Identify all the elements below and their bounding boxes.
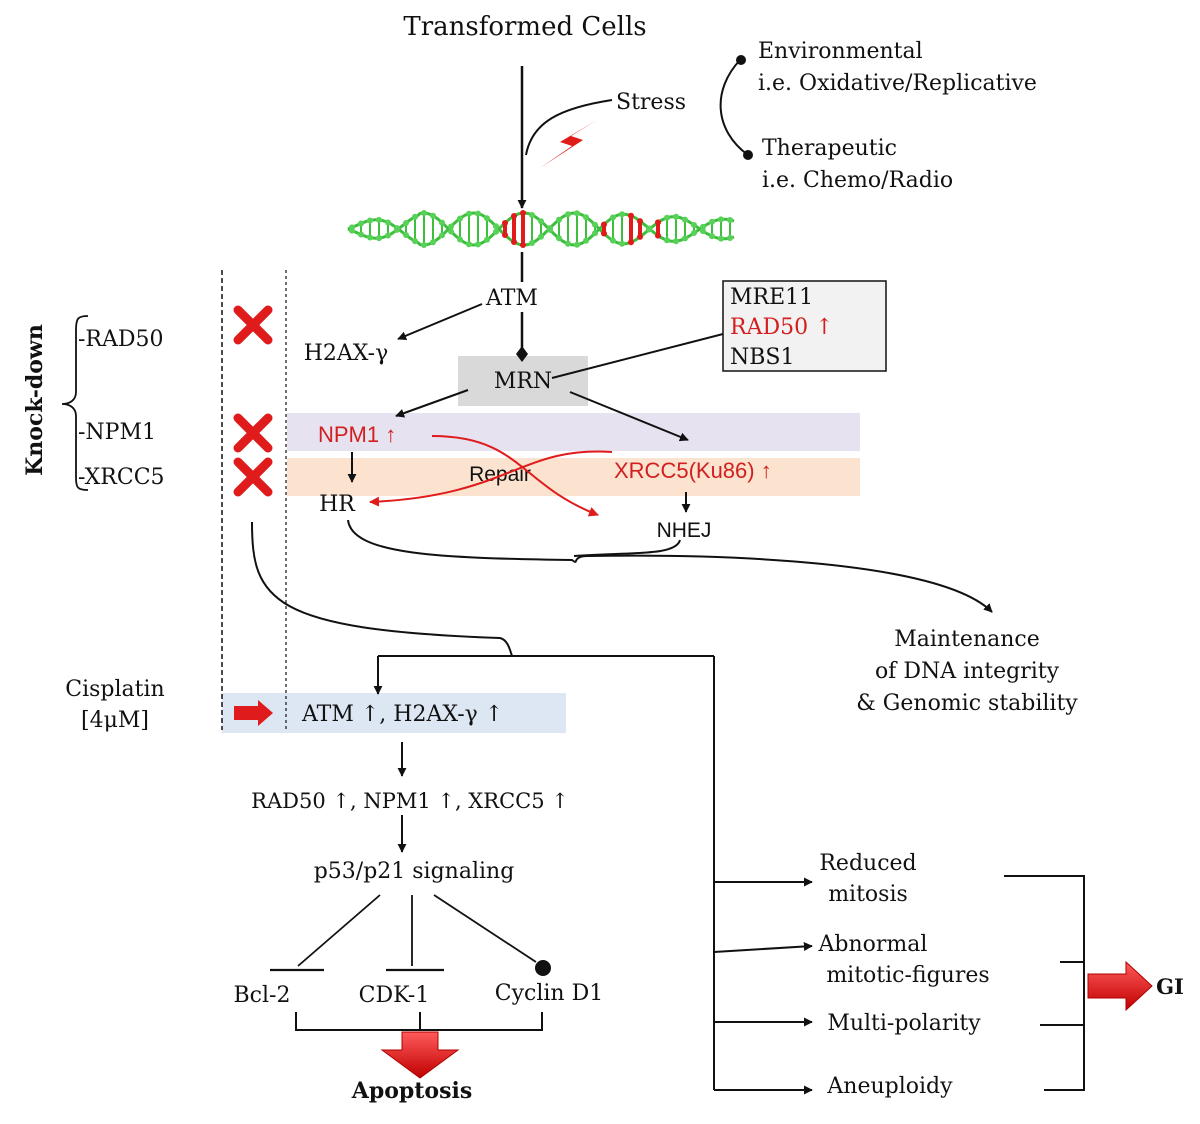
therapeutic-label: Therapeutic: [762, 136, 897, 161]
signaling-to-bcl2-line: [297, 894, 381, 967]
xrcc5-band: [287, 458, 860, 496]
atm-h2ax-up-label: ATM ↑, H2AX-γ ↑: [301, 702, 503, 727]
knockdown-rad50: -RAD50: [78, 327, 164, 352]
cisplatin-band: [222, 693, 566, 733]
cdk1-label: CDK-1: [359, 983, 430, 1008]
abnormal-line2: mitotic-figures: [826, 963, 989, 988]
gi-merge-bracket: [1004, 875, 1085, 1091]
hr-label: HR: [319, 492, 356, 517]
atm-to-h2ax-arrow: [397, 303, 483, 341]
lightning-icon: [540, 120, 597, 168]
xrcc5-label: XRCC5(Ku86) ↑: [614, 458, 772, 483]
aneuploidy-label: Aneuploidy: [826, 1074, 953, 1099]
multipolarity-label: Multi-polarity: [827, 1011, 981, 1036]
bracket-dot-top: [736, 55, 746, 65]
therapeutic-examples: i.e. Chemo/Radio: [762, 168, 953, 193]
atm-mrn-diamond: [516, 346, 528, 362]
npm1-label: NPM1 ↑: [318, 422, 396, 447]
npm1-band: [287, 413, 860, 451]
apoptosis-arrow-icon: [380, 1031, 460, 1079]
maintenance-line1: Maintenance: [894, 627, 1040, 652]
knockdown-npm1: -NPM1: [78, 420, 156, 445]
environmental-examples: i.e. Oxidative/Replicative: [758, 71, 1037, 96]
nhej-label: NHEJ: [657, 519, 712, 542]
signaling-label: p53/p21 signaling: [314, 859, 515, 884]
knockdown-bracket: [61, 315, 89, 491]
h2ax-label: H2AX-γ: [304, 341, 389, 366]
mre11-label: MRE11: [730, 285, 813, 310]
cisplatin-label: Cisplatin: [65, 677, 164, 702]
knockdown-x-icon-npm1: [233, 413, 273, 453]
cyclin-label: Cyclin D1: [495, 981, 603, 1006]
maintenance-line3: & Genomic stability: [856, 691, 1078, 716]
dna-helix-icon: [347, 210, 735, 248]
diagram-title: Transformed Cells: [403, 12, 646, 42]
maintenance-line2: of DNA integrity: [875, 659, 1060, 684]
knockdown-xrcc5: -XRCC5: [78, 465, 165, 490]
rad50-label: RAD50 ↑: [730, 315, 834, 340]
abnormal-line1: Abnormal: [818, 932, 928, 957]
cisplatin-arrow-icon: [234, 700, 273, 726]
stress-type-bracket: [719, 59, 749, 156]
gi-arrow-icon: [1087, 960, 1153, 1012]
mrn-box: [458, 356, 588, 406]
knockdown-x-icon-xrcc5: [233, 457, 273, 497]
knockdown-label: Knock-down: [22, 324, 48, 476]
bcl2-label: Bcl-2: [234, 983, 291, 1008]
stress-label: Stress: [616, 90, 686, 115]
xrcc5-to-hr-red-arrow: [369, 450, 613, 507]
environmental-label: Environmental: [758, 39, 923, 64]
to-abnormal-figures-arrow: [713, 942, 813, 953]
bracket-dot-bottom: [743, 150, 753, 160]
knockdown-to-cascade-curve: [251, 521, 513, 657]
complex-to-mrn-line: [551, 333, 724, 379]
cyclin-dot: [535, 960, 551, 976]
nhej-merge-curve: [573, 539, 681, 557]
cisplatin-dose: [4μM]: [81, 708, 149, 733]
reduced-line1: Reduced: [819, 851, 916, 876]
reduced-line2: mitosis: [828, 882, 908, 907]
upregulated-label: RAD50 ↑, NPM1 ↑, XRCC5 ↑: [251, 789, 569, 813]
stress-curve: [525, 99, 613, 156]
gi-label: GI: [1156, 974, 1184, 999]
mrn-complex-box: [722, 280, 887, 372]
nbs1-label: NBS1: [730, 345, 795, 370]
apoptosis-merge-bracket: [295, 1012, 543, 1031]
repair-label: Repair: [469, 463, 531, 486]
knockdown-x-icon-rad50: [233, 305, 273, 345]
mrn-to-npm1-arrow: [395, 389, 469, 418]
mrn-to-xrcc5-arrow: [569, 391, 689, 442]
npm1-to-nhej-red-arrow: [431, 435, 599, 517]
atm-label: ATM: [485, 286, 538, 311]
repair-to-maintenance-curve: [347, 519, 993, 613]
signaling-to-cyclin-line: [433, 894, 537, 963]
apoptosis-label: Apoptosis: [351, 1078, 472, 1104]
mrn-label: MRN: [494, 369, 552, 394]
